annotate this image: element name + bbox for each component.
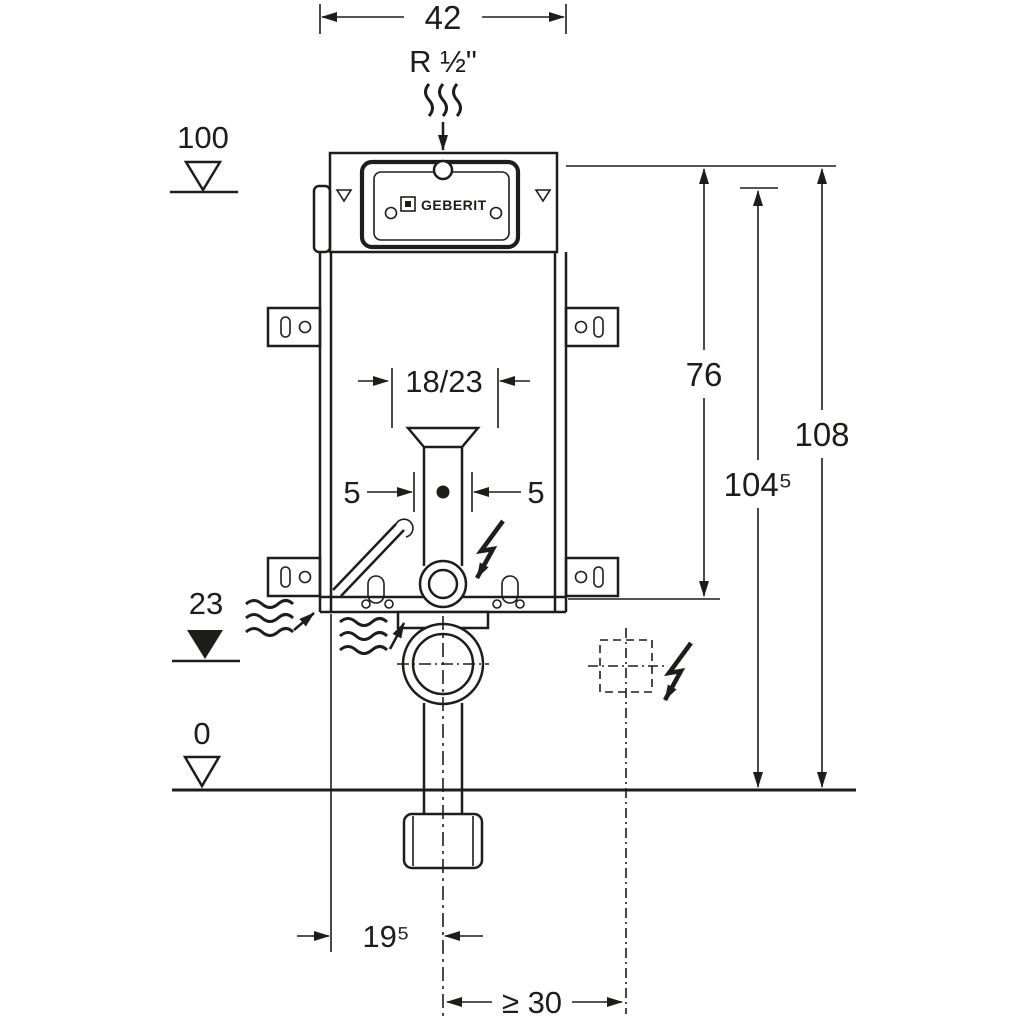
electrical-box xyxy=(588,628,693,1014)
dim-76-label: 76 xyxy=(686,356,723,393)
water-wave-icon xyxy=(452,83,462,117)
supply-brace xyxy=(332,518,414,597)
wall-bracket-lower-left xyxy=(266,556,322,598)
service-marker-left-icon xyxy=(335,189,353,203)
dim-42-label: 42 xyxy=(425,0,462,36)
dim-104-5-label: 104⁵ xyxy=(724,466,793,503)
dim-offset-5-right: 5 xyxy=(471,472,545,512)
flush-bend-assembly xyxy=(391,368,499,609)
dim-108-label: 108 xyxy=(794,416,849,453)
level-marker-100: 100 xyxy=(170,120,238,194)
dim-height-76: 76 xyxy=(686,168,723,597)
wall-brackets xyxy=(266,306,620,598)
wave-arrow xyxy=(388,622,406,650)
wave-icon xyxy=(245,613,295,623)
dim-18-23-label: 18/23 xyxy=(405,364,483,399)
level-triangle-filled-icon xyxy=(187,630,223,659)
wave-icon xyxy=(339,631,389,641)
wall-bracket-upper-left xyxy=(266,306,322,348)
connection-wave-center xyxy=(339,617,406,655)
level-marker-23: 23 xyxy=(172,586,240,663)
rail-hole xyxy=(384,599,394,609)
dim-width-42: 42 xyxy=(319,0,567,36)
geberit-logo-text: GEBERIT xyxy=(421,197,487,213)
service-marker-right-icon xyxy=(534,189,552,203)
water-wave-icon xyxy=(424,83,434,117)
level-triangle-open-icon xyxy=(183,160,223,193)
electrical-box-outline xyxy=(599,639,653,693)
flush-bend-outer xyxy=(418,559,468,609)
wall-bracket-lower-right xyxy=(564,556,620,598)
dim-height-104-5: 104⁵ xyxy=(724,190,793,788)
geberit-logo-icon xyxy=(400,196,416,212)
wave-icon xyxy=(339,645,389,655)
wave-icon xyxy=(245,599,295,609)
dim-offset-5-left: 5 xyxy=(343,472,415,512)
drain-outlet-assembly xyxy=(396,610,490,1016)
center-axis-dot xyxy=(436,485,450,499)
dim-5-right-label: 5 xyxy=(527,475,544,510)
supply-connection-symbol xyxy=(424,83,462,151)
geberit-logo-square xyxy=(405,201,411,207)
wave-icon xyxy=(339,617,389,627)
dim-height-108: 108 xyxy=(794,168,850,788)
cistern: GEBERIT xyxy=(312,151,559,254)
dim-offset-19-5: 19⁵ xyxy=(297,919,483,954)
lightning-bolt-icon xyxy=(475,519,505,580)
level-100-label: 100 xyxy=(177,120,229,155)
fixing-slot-left xyxy=(367,575,385,604)
level-23-label: 23 xyxy=(189,586,223,621)
wave-arrow xyxy=(293,612,315,631)
rail-hole xyxy=(361,599,371,609)
wave-icon xyxy=(245,627,295,637)
level-marker-0: 0 xyxy=(182,716,222,789)
flush-bend-flange xyxy=(405,426,481,449)
lightning-bolt-icon xyxy=(663,641,693,702)
fixing-slot-right xyxy=(501,575,519,604)
panel-screw-right xyxy=(489,206,503,220)
panel-screw-left xyxy=(384,206,398,220)
dim-5-left-label: 5 xyxy=(343,475,360,510)
rail-hole xyxy=(492,599,502,609)
actuator-housing xyxy=(312,184,332,254)
rail-hole xyxy=(515,599,525,609)
supply-thread-label: R ½" xyxy=(409,44,477,79)
flush-bend-inner xyxy=(427,568,459,600)
water-wave-icon xyxy=(438,83,448,117)
supply-port xyxy=(432,159,454,181)
dim-bend-18-23: 18/23 xyxy=(358,364,530,399)
level-0-label: 0 xyxy=(193,716,210,751)
connection-wave-left xyxy=(245,599,315,637)
geberit-logo: GEBERIT xyxy=(384,196,503,220)
wall-bracket-upper-right xyxy=(564,306,620,348)
dim-19-5-label: 19⁵ xyxy=(362,919,409,954)
dim-min-30-label: ≥ 30 xyxy=(502,985,562,1020)
dim-clearance-30: ≥ 30 xyxy=(446,985,623,1020)
level-triangle-open-icon xyxy=(182,755,222,789)
